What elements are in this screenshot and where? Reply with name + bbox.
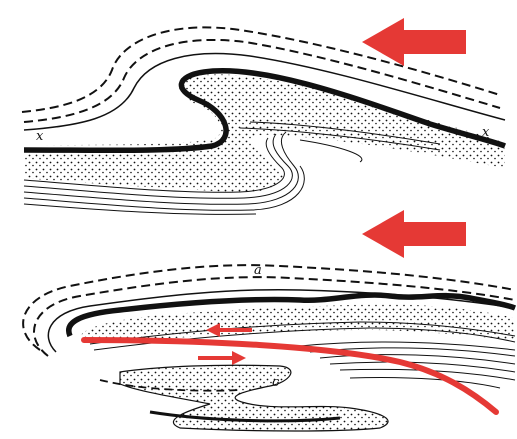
label-c: c <box>272 375 280 390</box>
upper-marker-left: x <box>36 129 44 144</box>
label-a: a <box>254 263 262 278</box>
upper-marker-right: x <box>482 125 490 140</box>
shear-arrow-right <box>198 351 246 365</box>
upper-fold-panel: x x <box>22 18 505 214</box>
lower-compression-arrow <box>362 210 466 258</box>
upper-dotted-band <box>24 74 505 192</box>
upper-compression-arrow <box>362 18 466 66</box>
lower-fold-panel: a c <box>23 210 515 431</box>
